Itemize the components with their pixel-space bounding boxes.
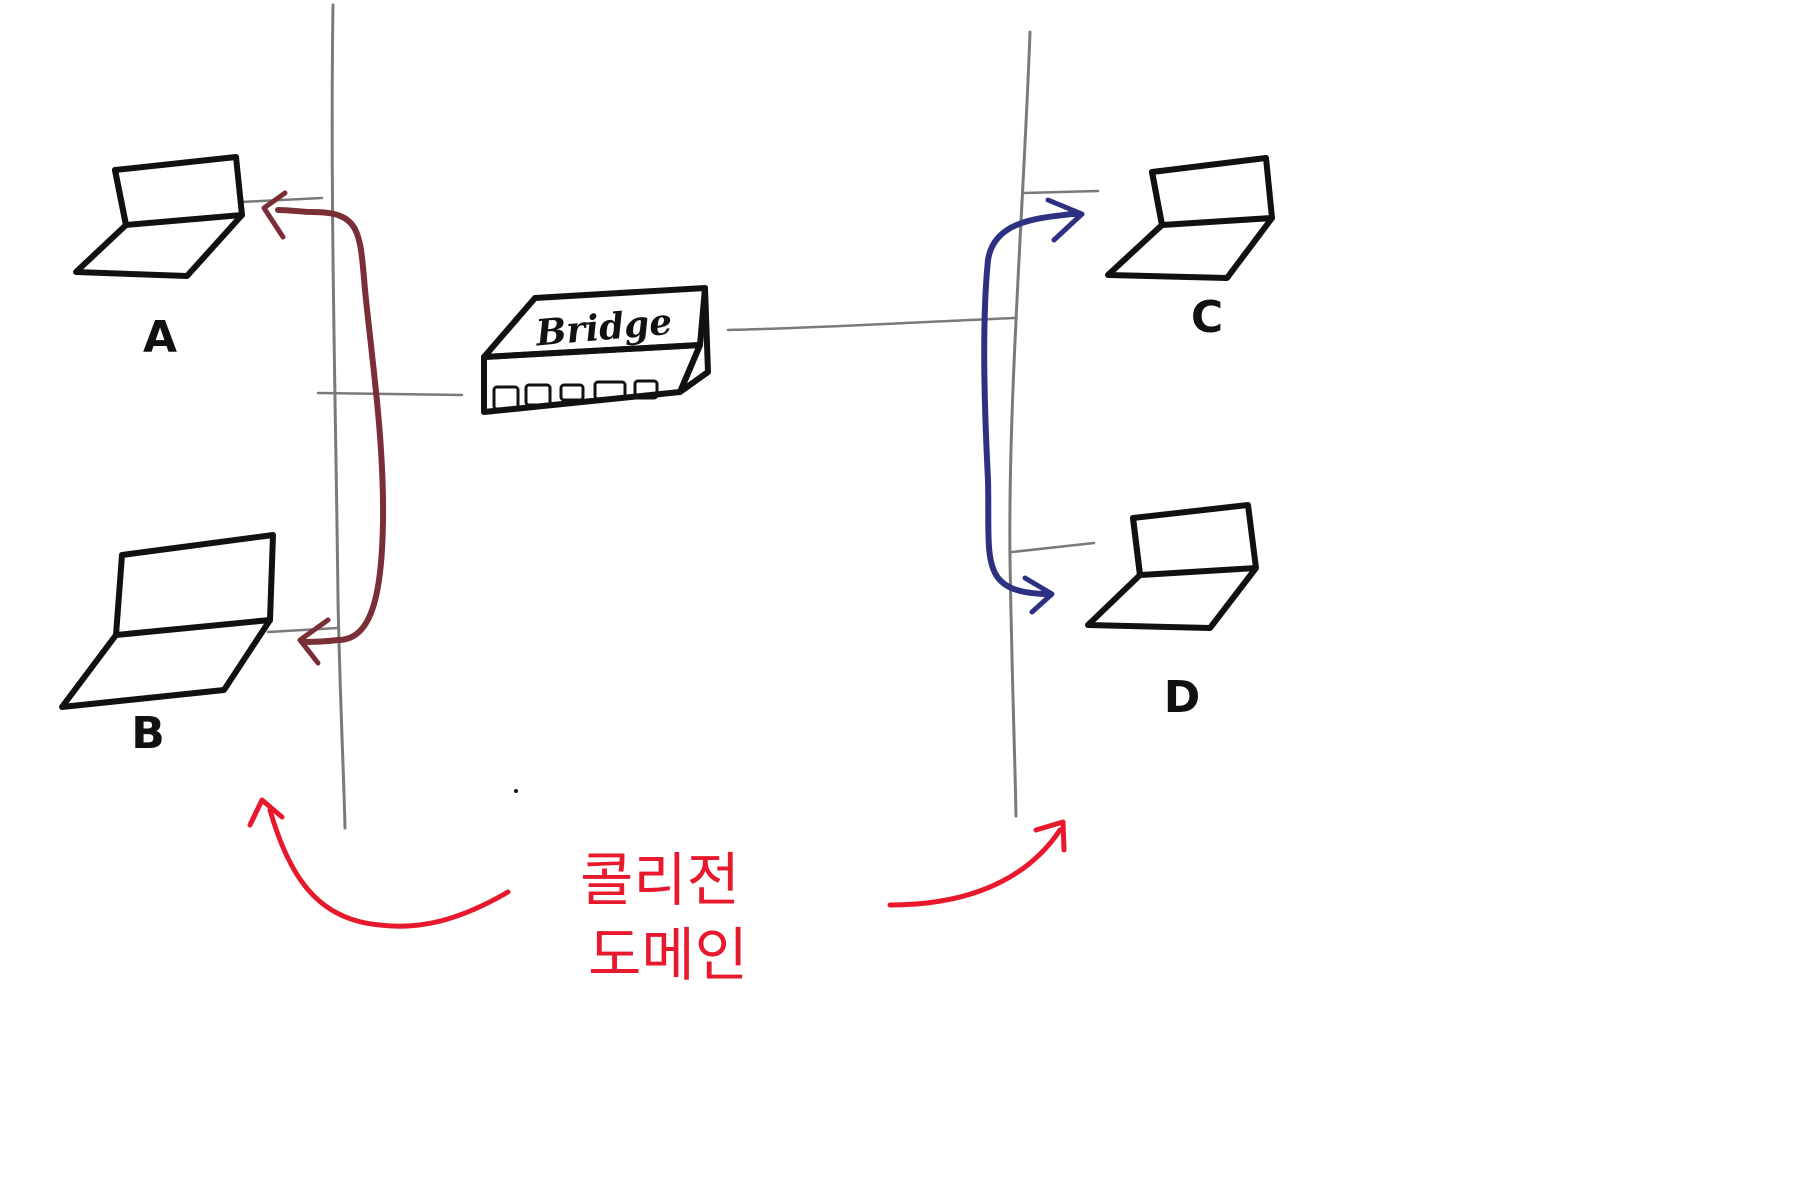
- left-tap-b: [268, 628, 338, 632]
- laptop-c: C: [1108, 158, 1272, 343]
- right-tap-bridge: [728, 318, 1014, 330]
- bridge-device: Bridge: [484, 288, 708, 412]
- collision-domain-label-line2: 도메인: [588, 921, 748, 989]
- left-segment-line: [332, 5, 345, 828]
- laptop-a: A: [76, 157, 242, 363]
- collision-domain-label-line1: 콜리전: [580, 846, 740, 914]
- stray-dot: [514, 789, 518, 793]
- laptop-icon: [1088, 505, 1256, 628]
- laptop-icon: [1108, 158, 1272, 278]
- left-flow-arrow: [264, 193, 383, 663]
- node-label-c: C: [1191, 292, 1223, 343]
- node-label-d: D: [1164, 672, 1201, 723]
- arrowhead-to-c: [1048, 200, 1082, 240]
- collision-domain-arrow-left: [250, 800, 508, 926]
- collision-domain-arrow-right: [890, 822, 1064, 905]
- node-label-b: B: [131, 708, 165, 759]
- left-tap-bridge: [318, 393, 462, 395]
- right-tap-d: [1012, 543, 1094, 552]
- laptop-b: B: [62, 535, 273, 759]
- right-tap-c: [1024, 191, 1098, 193]
- laptop-icon: [62, 535, 273, 707]
- node-label-a: A: [143, 312, 177, 363]
- laptop-d: D: [1088, 505, 1256, 723]
- right-segment-line: [1010, 32, 1030, 816]
- laptop-icon: [76, 157, 242, 276]
